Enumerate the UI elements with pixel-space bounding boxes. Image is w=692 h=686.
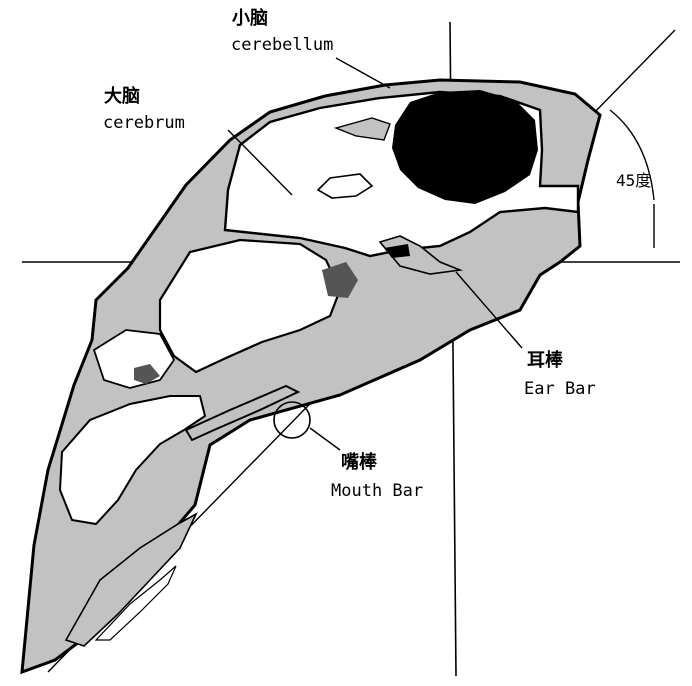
cerebrum-label-en: cerebrum <box>103 113 185 133</box>
ear-bar-label-en: Ear Bar <box>524 379 596 399</box>
cerebellum-label-ja: 小脑 <box>232 7 268 29</box>
cerebellum-leader <box>336 58 390 88</box>
angle-label: 45度 <box>616 171 651 190</box>
mouth-bar-label-en: Mouth Bar <box>331 481 423 501</box>
cerebrum-label-ja: 大脑 <box>104 85 140 107</box>
ear-bar-label-ja: 耳棒 <box>527 349 564 371</box>
mouth-bar-label-ja: 嘴棒 <box>341 451 378 473</box>
mouth-bar-leader <box>310 428 340 450</box>
cerebellum-label-en: cerebellum <box>231 35 333 55</box>
